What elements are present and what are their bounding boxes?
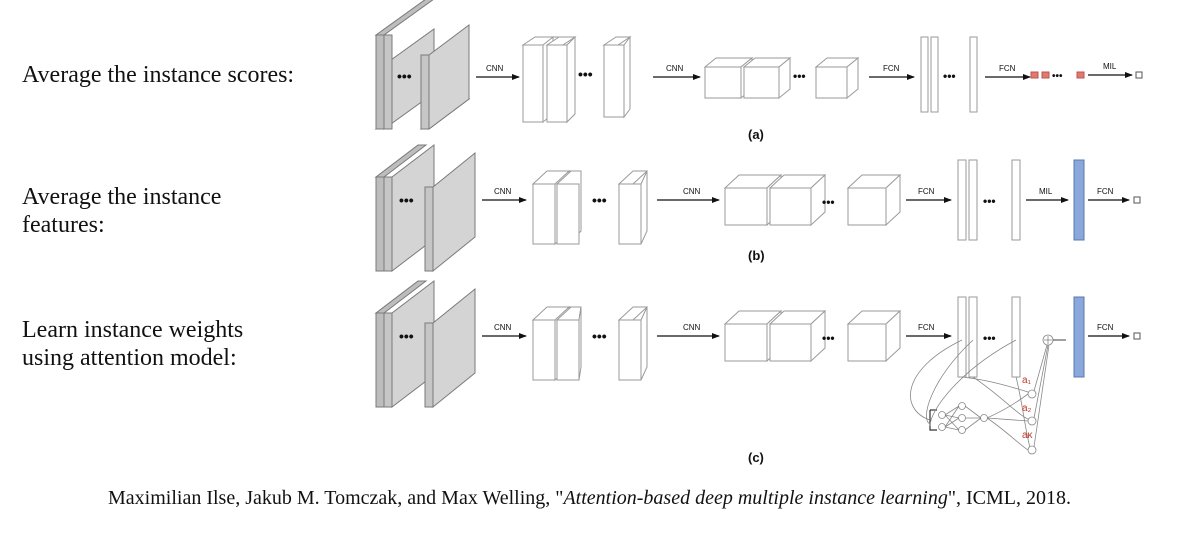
arrow-label-fcn: FCN: [918, 187, 935, 196]
conv-block-2: [723, 173, 902, 227]
weight-node-2: [1027, 416, 1037, 426]
input-dots: •••: [397, 68, 412, 84]
fc-dots: •••: [983, 331, 996, 345]
arrow-label-cnn-1: CNN: [486, 64, 504, 73]
arrow-label-fcn: FCN: [918, 323, 935, 332]
conv-block-1: [531, 169, 649, 246]
conv-block-1: [531, 305, 649, 382]
input-image-stack: [374, 0, 471, 130]
arrow-label-fcn-2: FCN: [999, 64, 1016, 73]
citation-venue: ", ICML, 2018.: [947, 487, 1071, 509]
output-node: [1135, 71, 1143, 79]
input-dots: •••: [399, 192, 414, 208]
caption-b: (b): [748, 248, 765, 263]
row-c-label: Learn instance weights using attention m…: [22, 317, 244, 371]
arrow-label-cnn-2: CNN: [666, 64, 684, 73]
input-image-stack: [374, 279, 476, 409]
arrow-label-cnn-1: CNN: [494, 187, 512, 196]
attention-module: [910, 334, 1066, 455]
output-node: [1133, 196, 1141, 204]
row-a-diagram: ••• CNN ••• CNN: [374, 0, 1143, 130]
arrow-label-cnn-2: CNN: [683, 323, 701, 332]
caption-a: (a): [748, 127, 764, 142]
attention-weight-a2: a₂: [1022, 403, 1032, 414]
caption-c: (c): [748, 450, 764, 465]
weight-node-k: [1027, 445, 1037, 455]
fc-layers: [957, 159, 1021, 241]
instance-scores: [1030, 71, 1085, 79]
arrow-label-cnn-2: CNN: [683, 187, 701, 196]
conv-dots-1: •••: [578, 66, 593, 82]
citation: Maximilian Ilse, Jakub M. Tomczak, and M…: [108, 487, 1071, 510]
arrow-label-fcn-out: FCN: [1097, 323, 1114, 332]
arrow-label-fcn-out: FCN: [1097, 187, 1114, 196]
score-dots: •••: [1052, 71, 1063, 82]
conv-dots-2: •••: [822, 331, 835, 345]
conv-block-1: [521, 35, 632, 124]
arrow-label-mil: MIL: [1039, 187, 1053, 196]
fc-dots: •••: [983, 194, 996, 208]
input-dots: •••: [399, 328, 414, 344]
output-node: [1133, 332, 1141, 340]
arrow-label-mil: MIL: [1103, 62, 1117, 71]
attention-weight-ak: aκ: [1022, 430, 1034, 441]
row-a-label: Average the instance scores:: [22, 62, 295, 88]
input-image-stack: [374, 143, 476, 273]
row-c-diagram: ••• CNN ••• CNN •••: [374, 279, 1141, 455]
attention-weight-a1: a₁: [1022, 375, 1032, 386]
row-b-label: Average the instance features:: [22, 184, 222, 238]
citation-title: Attention-based deep multiple instance l…: [563, 487, 948, 509]
conv-dots-1: •••: [592, 328, 607, 344]
conv-dots-2: •••: [793, 69, 806, 83]
arrow-label-cnn-1: CNN: [494, 323, 512, 332]
fc-layers: [920, 36, 978, 113]
fc-dots: •••: [943, 69, 956, 83]
arrow-label-fcn-1: FCN: [883, 64, 900, 73]
aggregated-feature: [1073, 159, 1085, 241]
conv-block-2: [723, 309, 902, 363]
aggregated-feature: [1073, 296, 1085, 378]
citation-authors: Maximilian Ilse, Jakub M. Tomczak, and M…: [108, 487, 564, 509]
conv-dots-2: •••: [822, 195, 835, 209]
conv-dots-1: •••: [592, 192, 607, 208]
conv-block-2: [703, 56, 860, 100]
weight-node-1: [1027, 389, 1037, 399]
row-b-diagram: ••• CNN ••• CNN ••• F: [374, 143, 1141, 273]
